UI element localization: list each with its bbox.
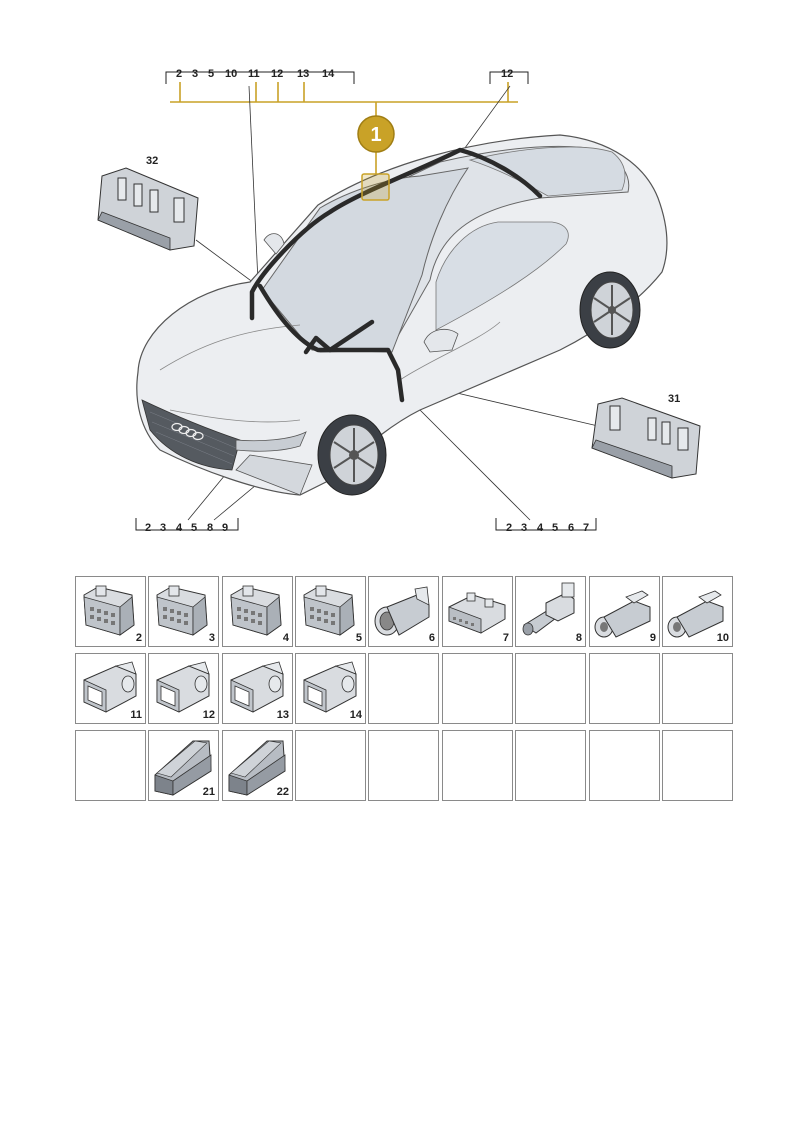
connector-cell-7[interactable]: 7 [442, 576, 513, 647]
bracket-housing-icon [154, 740, 212, 796]
connector-num: 3 [208, 632, 215, 644]
connector-num: 12 [202, 709, 215, 721]
top-left-num-3: 10 [225, 68, 237, 80]
bottom-left-num-4: 8 [207, 522, 213, 534]
connector-num: 7 [502, 632, 509, 644]
connector-cell-6[interactable]: 6 [368, 576, 439, 647]
top-left-num-6: 13 [297, 68, 309, 80]
multi-pin-connector-icon [83, 585, 135, 636]
connector-num: 11 [130, 709, 142, 721]
callout-1-label: 1 [370, 124, 381, 146]
top-left-num-5: 12 [271, 68, 283, 80]
rear-wheel [579, 271, 641, 349]
connector-num: 21 [202, 786, 215, 798]
empty-cell [662, 730, 733, 801]
connector-cell-2[interactable]: 2 [75, 576, 146, 647]
housing-connector-icon [83, 661, 137, 713]
connector-cell-21[interactable]: 21 [148, 730, 219, 801]
label-bottom-right: 2 3 4 5 6 7 [506, 522, 589, 534]
bottom-left-num-0: 2 [145, 522, 151, 534]
connector-cell-22[interactable]: 22 [222, 730, 293, 801]
multi-pin-connector-icon [156, 585, 208, 636]
connector-cell-8[interactable]: 8 [515, 576, 586, 647]
connector-num: 22 [276, 786, 289, 798]
brand-rings-icon [171, 422, 204, 441]
bottom-right-num-5: 7 [583, 522, 589, 534]
empty-cell [662, 653, 733, 724]
windshield-seal [249, 147, 543, 403]
connector-num: 4 [282, 632, 289, 644]
connector-cell-5[interactable]: 5 [295, 576, 366, 647]
empty-cell [75, 730, 146, 801]
front-wheel [317, 414, 387, 496]
top-left-num-2: 5 [208, 68, 214, 80]
bottom-right-num-4: 6 [568, 522, 574, 534]
empty-cell [515, 653, 586, 724]
bottom-left-num-3: 5 [191, 522, 197, 534]
car-illustration [136, 134, 668, 496]
connector-num: 8 [575, 632, 582, 644]
top-right-num-0: 12 [501, 68, 513, 80]
flat-connector-icon [448, 592, 506, 634]
round-plug-connector-icon [374, 586, 430, 636]
top-left-num-7: 14 [322, 68, 335, 80]
connector-cell-3[interactable]: 3 [148, 576, 219, 647]
coax-connector-icon [667, 590, 724, 638]
multi-pin-connector-icon [230, 585, 282, 636]
car-seal-diagram: 2 3 5 10 11 12 13 14 12 2 3 4 5 8 9 2 3 … [97, 68, 701, 534]
connector-num: 10 [716, 632, 729, 644]
bracket-part-32 [97, 167, 199, 251]
empty-cell [368, 653, 439, 724]
connector-num: 5 [355, 632, 362, 644]
empty-cell [442, 653, 513, 724]
connector-num: 2 [135, 632, 142, 644]
multi-pin-connector-icon [303, 585, 355, 636]
top-left-num-0: 2 [176, 68, 182, 80]
connector-cell-14[interactable]: 14 [295, 653, 366, 724]
top-left-num-1: 3 [192, 68, 198, 80]
connector-num: 9 [649, 632, 656, 644]
housing-connector-icon [230, 661, 284, 713]
connector-cell-10[interactable]: 10 [662, 576, 733, 647]
empty-cell [589, 653, 660, 724]
coax-connector-icon [522, 582, 575, 636]
connector-cell-4[interactable]: 4 [222, 576, 293, 647]
connector-num: 13 [276, 709, 289, 721]
bracket-housing-icon [228, 740, 286, 796]
empty-cell [515, 730, 586, 801]
bottom-right-num-3: 5 [552, 522, 558, 534]
part-label-31: 31 [668, 393, 680, 405]
empty-cell [589, 730, 660, 801]
connector-cell-11[interactable]: 11 [75, 653, 146, 724]
bottom-left-num-5: 9 [222, 522, 228, 534]
callout-1: 1 [357, 115, 395, 201]
label-bottom-left: 2 3 4 5 8 9 [145, 522, 228, 534]
label-top-left: 2 3 5 10 11 12 13 14 [176, 68, 335, 80]
connector-num: 14 [349, 709, 362, 721]
empty-cell [295, 730, 366, 801]
bottom-right-num-1: 3 [521, 522, 527, 534]
connector-cell-9[interactable]: 9 [589, 576, 660, 647]
empty-cell [442, 730, 513, 801]
bracket-part-31 [591, 397, 701, 479]
connector-cell-12[interactable]: 12 [148, 653, 219, 724]
bottom-left-num-1: 3 [160, 522, 166, 534]
part-label-32: 32 [146, 155, 158, 167]
housing-connector-icon [303, 661, 357, 713]
connector-num: 6 [428, 632, 435, 644]
bracket-marks [135, 71, 597, 531]
bottom-right-num-2: 4 [537, 522, 544, 534]
bottom-right-num-0: 2 [506, 522, 512, 534]
housing-connector-icon [156, 661, 210, 713]
callout-bus [170, 82, 518, 174]
coax-connector-icon [594, 590, 651, 638]
bottom-left-num-2: 4 [176, 522, 183, 534]
top-left-num-4: 11 [248, 68, 260, 80]
connector-cell-13[interactable]: 13 [222, 653, 293, 724]
connector-grid: 2 3 4 5 [75, 576, 735, 804]
empty-cell [368, 730, 439, 801]
